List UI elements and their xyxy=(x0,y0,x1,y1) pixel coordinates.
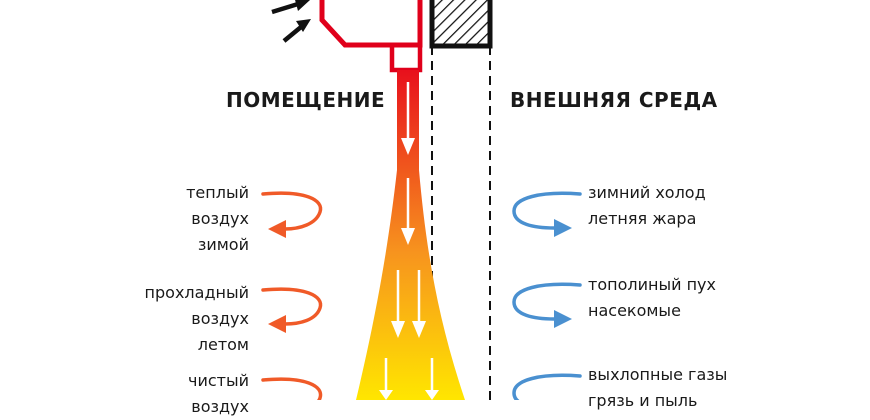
label-line: тополиный пух xyxy=(588,275,716,294)
down-arrow-icon xyxy=(401,82,415,155)
label-line: выхлопные газы xyxy=(588,365,728,384)
label-line: воздух xyxy=(191,309,249,328)
room-label-warm-winter: теплый воздух зимой xyxy=(186,180,249,258)
warm-arrows xyxy=(261,191,323,400)
label-line: зимний холод xyxy=(588,183,706,202)
curved-arrow-icon xyxy=(512,191,582,237)
air-curtain-unit xyxy=(319,0,423,48)
label-line: чистый xyxy=(188,371,249,390)
air-curtain-diagram xyxy=(261,0,582,400)
heading-room: ПОМЕЩЕНИЕ xyxy=(226,88,386,112)
air-intake-arrows-icon xyxy=(271,0,311,43)
heading-outside: ВНЕШНЯЯ СРЕДА xyxy=(510,88,718,112)
down-arrow-icon xyxy=(401,178,415,245)
unit-nozzle xyxy=(389,45,423,73)
down-arrow-icon xyxy=(391,270,405,338)
label-line: теплый xyxy=(186,183,249,202)
label-line: прохладный xyxy=(144,283,249,302)
label-line: летом xyxy=(197,335,249,354)
label-line: грязь и пыль xyxy=(588,391,698,410)
label-line: насекомые xyxy=(588,301,681,320)
down-arrow-icon xyxy=(379,358,393,400)
label-line: летняя жара xyxy=(588,209,697,228)
room-label-clean-air: чистый воздух xyxy=(188,368,249,420)
hatched-wall-icon xyxy=(429,0,493,49)
outside-label-cold-heat: зимний холод летняя жара xyxy=(588,180,706,232)
cold-arrows xyxy=(512,191,582,400)
outside-label-fluff-insects: тополиный пух насекомые xyxy=(588,272,716,324)
curved-arrow-icon xyxy=(261,287,323,333)
room-label-cool-summer: прохладный воздух летом xyxy=(145,280,249,358)
flow-arrows xyxy=(379,82,439,400)
curved-arrow-icon xyxy=(512,373,582,400)
down-arrow-icon xyxy=(412,270,426,338)
curved-arrow-icon xyxy=(261,191,323,238)
label-line: воздух xyxy=(191,397,249,416)
curved-arrow-icon xyxy=(261,377,323,400)
label-line: воздух xyxy=(191,209,249,228)
outside-label-exhaust-dust: выхлопные газы грязь и пыль xyxy=(588,362,727,414)
curved-arrow-icon xyxy=(512,282,582,328)
label-line: зимой xyxy=(197,235,249,254)
down-arrow-icon xyxy=(425,358,439,400)
